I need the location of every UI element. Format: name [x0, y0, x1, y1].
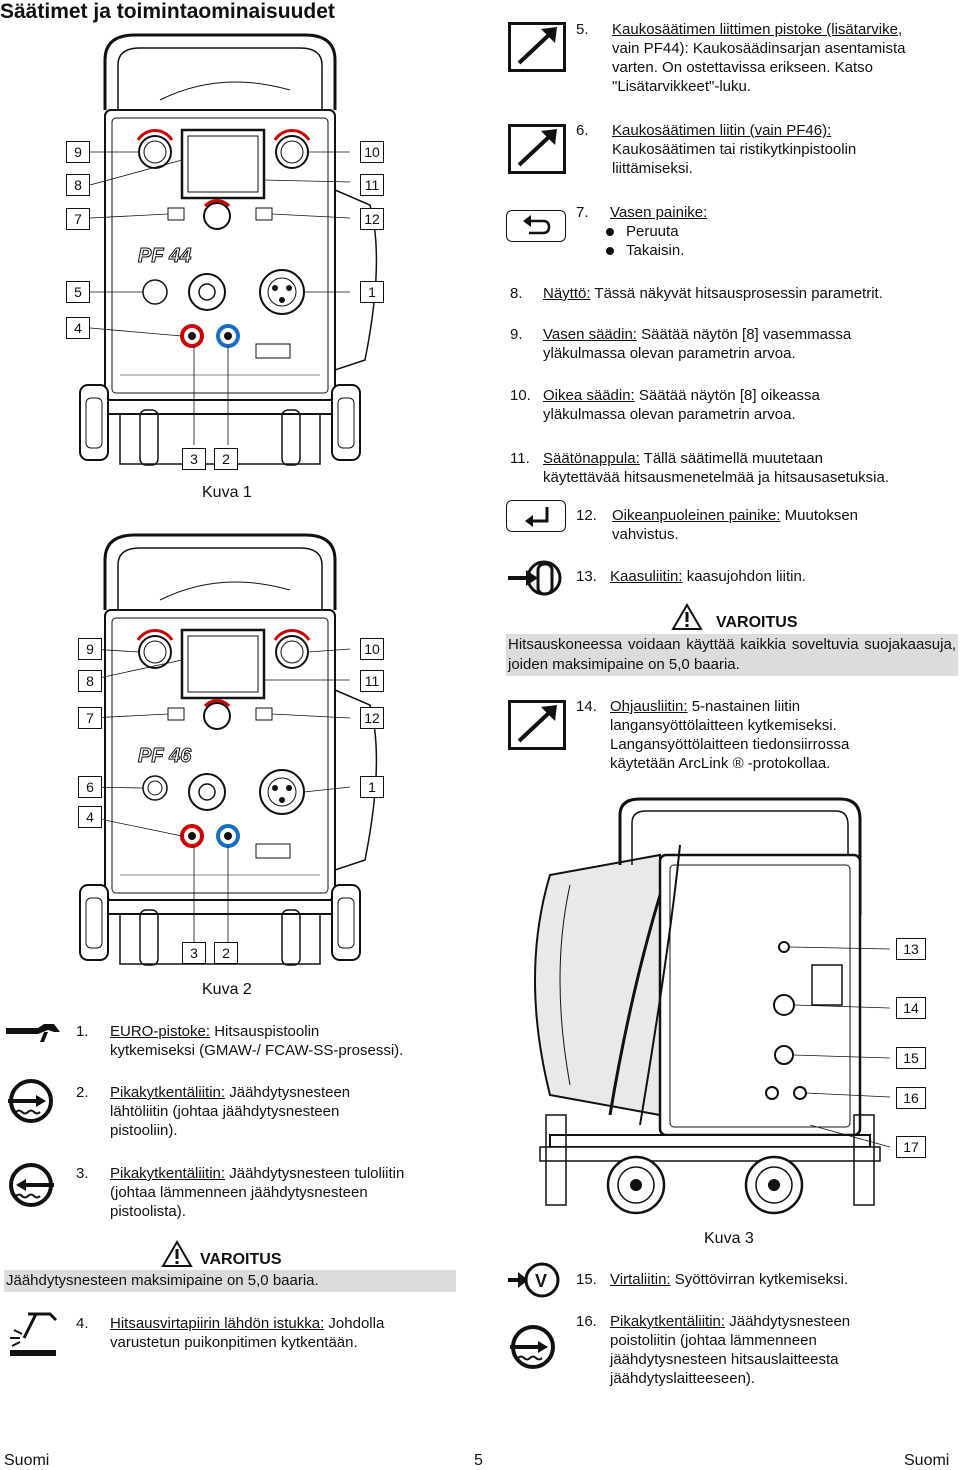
remote-socket-icon — [508, 22, 566, 72]
callout-7: 7 — [66, 208, 90, 230]
footer-language-right: Suomi — [904, 1452, 950, 1469]
item-1-label: EURO-pistoke: — [110, 1023, 211, 1040]
coolant-in-icon — [9, 1163, 54, 1207]
warning-icon — [161, 1240, 193, 1267]
figure-2-caption: Kuva 2 — [202, 981, 252, 998]
item-4-label: Hitsausvirtapiirin lähdön istukka: — [110, 1315, 325, 1332]
callout-8: 8 — [78, 670, 102, 692]
wire-feeder-front-pf44-illustration: PF 44 — [79, 33, 378, 466]
callout-1: 1 — [360, 281, 384, 303]
electrode-holder-icon — [10, 1312, 58, 1356]
volt-symbol: V — [535, 1271, 547, 1291]
callout-9: 9 — [78, 638, 102, 660]
callout-16: 16 — [896, 1087, 926, 1109]
callout-2: 2 — [214, 942, 238, 964]
callout-8: 8 — [66, 174, 90, 196]
remote-connector-icon — [508, 124, 566, 174]
coolant-out-icon — [8, 1079, 53, 1123]
bullet-cancel: Peruuta — [604, 222, 707, 241]
callout-11: 11 — [360, 174, 384, 196]
wire-feeder-front-pf46-illustration: PF 46 — [79, 533, 378, 966]
callout-5: 5 — [66, 281, 90, 303]
item-2-label: Pikakytkentäliitin: — [110, 1084, 226, 1101]
figure-1-caption: Kuva 1 — [202, 484, 252, 501]
callout-10: 10 — [360, 141, 384, 163]
callout-17: 17 — [896, 1136, 926, 1158]
callout-13: 13 — [896, 938, 926, 960]
euro-gun-icon — [6, 1024, 60, 1042]
callout-12: 12 — [360, 707, 384, 729]
callout-3: 3 — [182, 942, 206, 964]
page-title: Säätimet ja toimintaominaisuudet — [0, 0, 335, 23]
wire-feeder-rear-illustration — [534, 797, 891, 1215]
callout-11: 11 — [360, 670, 384, 692]
callout-7: 7 — [78, 707, 102, 729]
control-socket-icon — [508, 700, 566, 750]
callout-10: 10 — [360, 638, 384, 660]
warning-heading: VAROITUS — [716, 614, 798, 631]
svg-text:PF 46: PF 46 — [138, 745, 192, 767]
warning-icon — [671, 603, 703, 630]
callout-2: 2 — [214, 448, 238, 470]
warning-text: Jäähdytysnesteen maksimipaine on 5,0 baa… — [4, 1270, 456, 1292]
page-number: 5 — [474, 1452, 483, 1469]
gas-inlet-icon — [508, 560, 562, 596]
callout-4: 4 — [78, 806, 102, 828]
back-button-icon — [506, 210, 566, 242]
footer-language-left: Suomi — [4, 1452, 50, 1469]
enter-button-icon — [506, 500, 566, 532]
callout-15: 15 — [896, 1047, 926, 1069]
callout-9: 9 — [66, 141, 90, 163]
callout-4: 4 — [66, 317, 90, 339]
coolant-return-icon — [510, 1325, 555, 1369]
figure-3-caption: Kuva 3 — [704, 1230, 754, 1247]
bullet-back: Takaisin. — [604, 241, 707, 260]
power-input-icon: V — [508, 1262, 560, 1298]
callout-3: 3 — [182, 448, 206, 470]
item-3-label: Pikakytkentäliitin: — [110, 1165, 226, 1182]
callout-1: 1 — [360, 776, 384, 798]
svg-text:PF 44: PF 44 — [138, 245, 191, 267]
callout-14: 14 — [896, 997, 926, 1019]
callout-6: 6 — [78, 776, 102, 798]
callout-12: 12 — [360, 208, 384, 230]
warning-heading: VAROITUS — [200, 1251, 282, 1268]
warning-text: Hitsauskoneessa voidaan käyttää kaikkia … — [506, 634, 958, 676]
